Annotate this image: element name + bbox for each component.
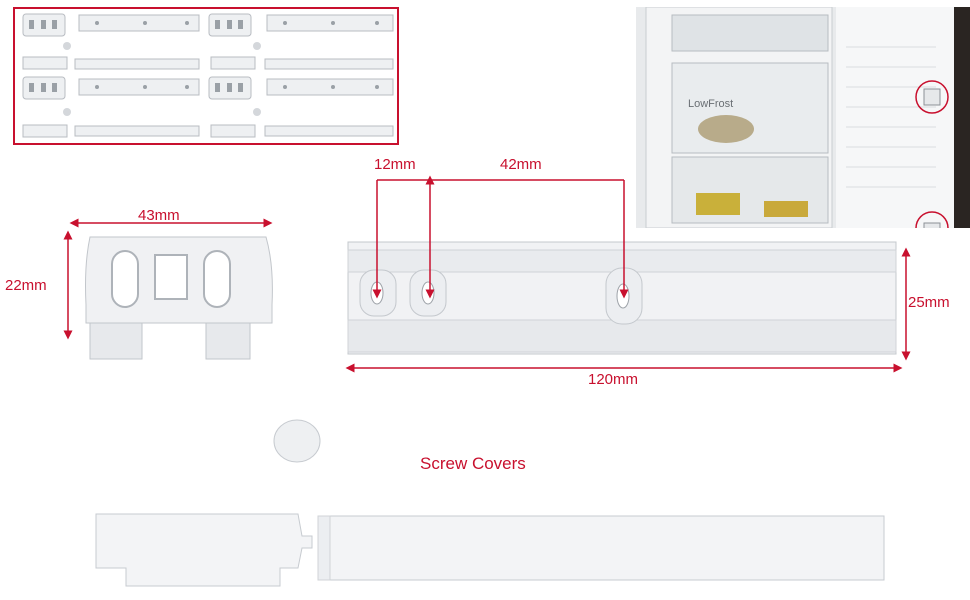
kit-overview-graphic — [22, 13, 394, 138]
hole-offset-12-label: 12mm — [374, 156, 416, 173]
screw-cover-strips-graphic — [95, 513, 885, 587]
hinge-bracket-graphic — [63, 218, 273, 360]
drawer-label: LowFrost — [688, 98, 733, 110]
mounting-rail-graphic — [345, 175, 911, 373]
screw-cover-strips — [90, 508, 890, 592]
rail-length-label: 120mm — [588, 371, 639, 388]
bracket-width-label: 43mm — [138, 207, 180, 224]
kit-overview-inset — [13, 7, 399, 145]
fridge-illustration: LowFrost — [636, 7, 970, 228]
fridge-photo: LowFrost — [636, 7, 970, 228]
rail-height-label: 25mm — [908, 294, 950, 311]
screw-cover-cap-graphic — [273, 419, 321, 463]
hole-offset-42-label: 42mm — [500, 156, 542, 173]
hinge-bracket — [60, 205, 280, 380]
bracket-height-label: 22mm — [5, 277, 47, 294]
screw-covers-caption: Screw Covers — [420, 454, 526, 473]
mounting-rail — [340, 160, 920, 380]
screw-cover-cap — [272, 417, 322, 465]
